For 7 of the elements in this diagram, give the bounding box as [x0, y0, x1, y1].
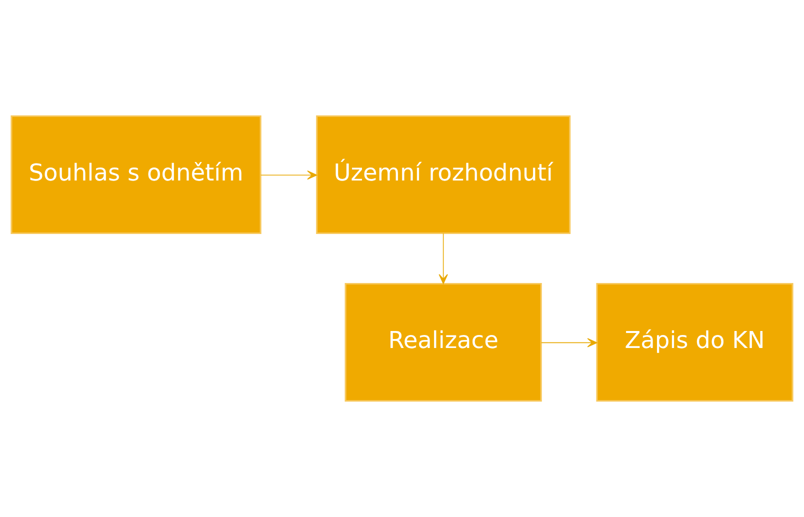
arrow — [438, 232, 448, 284]
node-box: Souhlas s odnětím — [10, 115, 262, 234]
arrow — [540, 338, 598, 348]
arrow — [260, 170, 318, 180]
node-box: Zápis do KN — [596, 282, 794, 402]
node-box: Územní rozhodnutí — [316, 115, 571, 234]
node-box: Realizace — [344, 282, 542, 402]
